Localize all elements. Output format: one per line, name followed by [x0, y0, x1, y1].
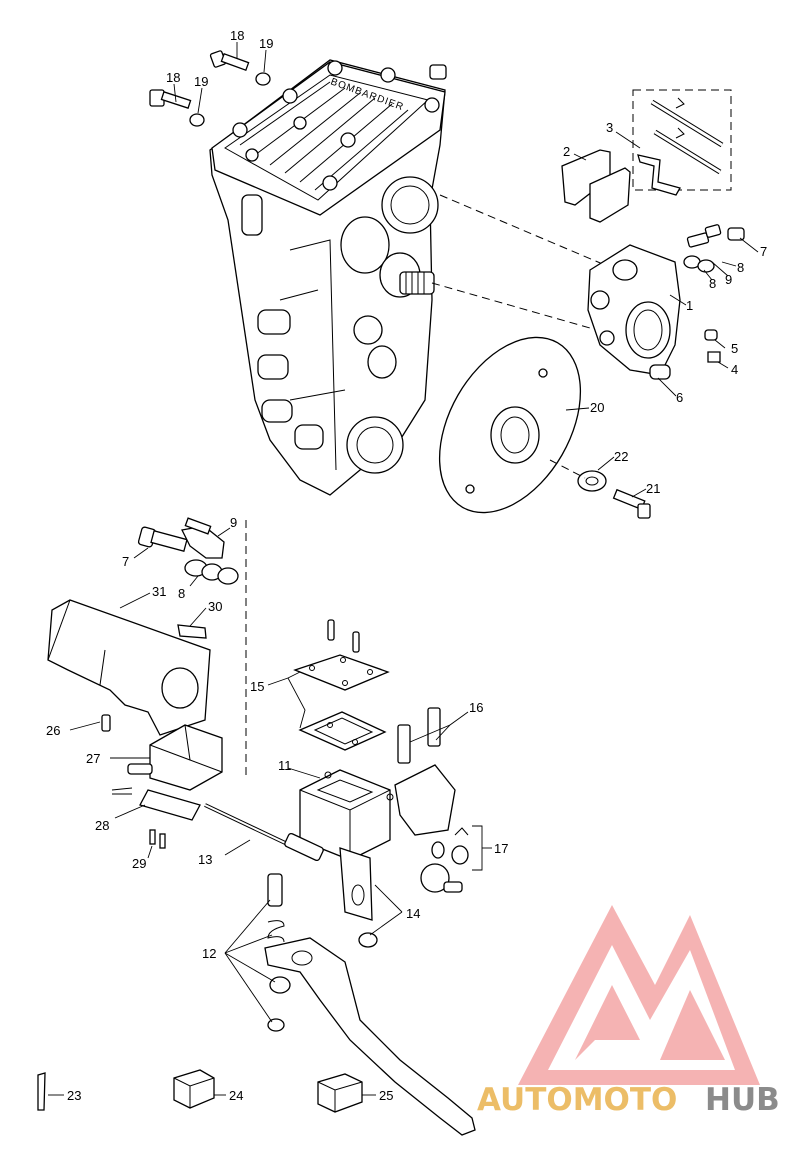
callout-22: 22	[614, 449, 628, 464]
callout-18b: 18	[166, 70, 180, 85]
bleeder-screw-4	[707, 351, 721, 363]
callout-31: 31	[152, 584, 166, 599]
connector-25	[317, 1073, 363, 1113]
callout-29: 29	[132, 856, 146, 871]
callout-26: 26	[46, 723, 60, 738]
callout-25: 25	[379, 1088, 393, 1103]
lever-cover-31	[47, 599, 211, 736]
callout-14: 14	[406, 906, 420, 921]
washer-22-hole	[585, 476, 599, 486]
washer-22	[577, 470, 607, 492]
watermark-text-primary: AUTOMOTO	[477, 1082, 677, 1118]
piston-seal-kit-17	[420, 827, 469, 893]
caliper	[587, 244, 681, 380]
callout-7a: 7	[760, 244, 767, 259]
pins-kit	[637, 97, 724, 196]
callout-23: 23	[67, 1088, 81, 1103]
callout-9b: 9	[230, 515, 237, 530]
callout-18a: 18	[230, 28, 244, 43]
watermark-logo	[518, 905, 760, 1085]
connector-24	[173, 1069, 215, 1109]
lever-pivot-12	[267, 873, 291, 1032]
callout-19a: 19	[259, 36, 273, 51]
cover-screw-a	[327, 619, 335, 641]
nut-14	[358, 932, 378, 948]
callout-8b: 8	[709, 276, 716, 291]
callout-1: 1	[686, 298, 693, 313]
callout-8a: 8	[737, 260, 744, 275]
master-cylinder-11	[299, 769, 394, 921]
callout-27: 27	[86, 751, 100, 766]
screw-26	[101, 714, 111, 732]
handlebar-clamp-16	[394, 707, 456, 836]
callout-5: 5	[731, 341, 738, 356]
leader-lines	[48, 42, 759, 1096]
callout-7b: 7	[122, 554, 129, 569]
brake-pads	[561, 149, 631, 223]
cover-screw-b	[352, 631, 360, 653]
screw-29b	[159, 833, 166, 849]
callout-19b: 19	[194, 74, 208, 89]
brake-lever	[264, 937, 476, 1136]
callout-6: 6	[676, 390, 683, 405]
watermark-text: AUTOMOTO HUB	[477, 1082, 780, 1118]
pins-kit-box	[632, 89, 732, 191]
bolt-18-lower	[149, 89, 192, 109]
pushrod-13	[204, 803, 324, 862]
bolt-18-upper	[209, 50, 250, 72]
callout-2: 2	[563, 144, 570, 159]
housing	[209, 59, 447, 496]
washer-19-lower	[189, 113, 205, 127]
callout-9a: 9	[725, 272, 732, 287]
bolt-21	[612, 488, 651, 519]
watermark-text-secondary: HUB	[705, 1082, 780, 1118]
callout-15: 15	[250, 679, 264, 694]
callout-24: 24	[229, 1088, 243, 1103]
callout-21: 21	[646, 481, 660, 496]
clip-23	[37, 1072, 46, 1111]
callout-labels: 18 19 18 19 2 3 7 8 8 9 1 5 4 6 20 22 21…	[46, 28, 767, 1103]
washer-19-upper	[255, 72, 271, 86]
brake-switch-27	[127, 724, 223, 791]
screw-29a	[149, 829, 156, 845]
callout-17: 17	[494, 841, 508, 856]
callout-20: 20	[590, 400, 604, 415]
switch-bracket-28	[139, 789, 201, 821]
banjo-assembly-lower	[137, 517, 239, 585]
callout-13: 13	[198, 852, 212, 867]
callout-28: 28	[95, 818, 109, 833]
callout-11: 11	[278, 758, 292, 773]
reservoir-cover-15	[293, 654, 390, 751]
callout-12: 12	[202, 946, 216, 961]
callout-16: 16	[469, 700, 483, 715]
callout-30: 30	[208, 599, 222, 614]
brake-disc	[438, 336, 582, 514]
callout-3: 3	[606, 120, 613, 135]
decal-30	[177, 624, 207, 639]
banjo-assembly-upper	[683, 224, 745, 273]
bleeder-cap-5	[704, 329, 718, 341]
callout-8c: 8	[178, 586, 185, 601]
callout-4: 4	[731, 362, 738, 377]
